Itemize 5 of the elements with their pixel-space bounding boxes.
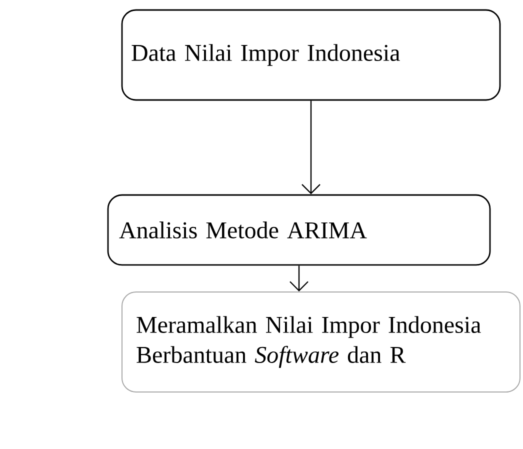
process-box: Analisis Metode ARIMA bbox=[107, 194, 491, 266]
arrow bbox=[290, 266, 308, 292]
arrow bbox=[302, 100, 320, 194]
process-box: Data Nilai Impor Indonesia bbox=[121, 9, 501, 101]
process-box: Meramalkan Nilai Impor Indonesia Berbantuan Software dan R bbox=[122, 292, 520, 392]
